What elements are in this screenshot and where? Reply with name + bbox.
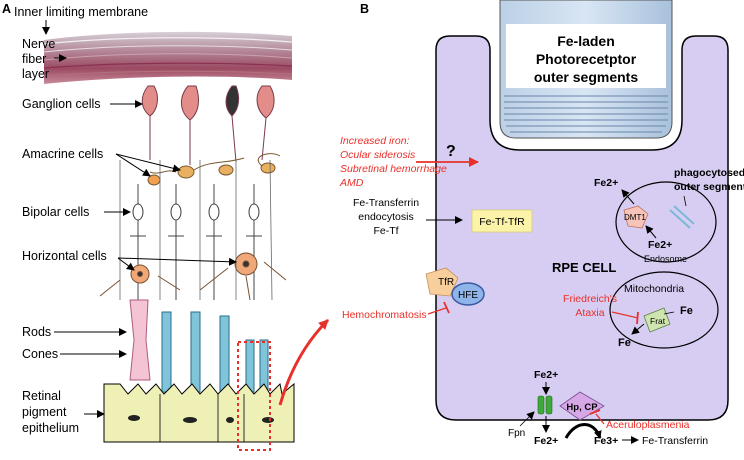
photoreceptor-outer-segments xyxy=(499,0,673,139)
dmt1-out-arrow xyxy=(621,189,635,205)
label-ganglion-cells: Ganglion cells xyxy=(22,97,101,111)
iron-line-1: Increased iron: xyxy=(340,135,410,147)
frataxin-label: Frat xyxy=(650,316,666,326)
fe-mito-label: Fe xyxy=(680,305,693,317)
label-bipolar-cells: Bipolar cells xyxy=(22,205,89,219)
hp-cp-shape xyxy=(559,391,605,421)
highlight-box xyxy=(237,341,271,451)
hfe-shape xyxy=(451,282,485,306)
label-amacrine-cells: Amacrine cells xyxy=(22,147,103,161)
iron-line-3: Subretinal hemorrhage xyxy=(340,163,447,175)
dmt1-label: DMT1 xyxy=(624,213,646,222)
pos-line-1: Fe-laden xyxy=(557,33,615,49)
connecting-fibers xyxy=(119,159,273,301)
horizontal-cells xyxy=(99,252,287,301)
hemo-inhibit-line xyxy=(427,307,447,315)
fe2-bot-label: Fe2+ xyxy=(534,435,558,447)
acer-inhibit-line xyxy=(595,413,605,425)
cones xyxy=(129,299,151,381)
fpn-pointer xyxy=(519,411,535,427)
endo-line-2: endocytosis xyxy=(358,211,413,223)
hfe-label: HFE xyxy=(458,290,478,301)
label-retinal: Retinal xyxy=(22,389,61,403)
hp-cp-label: Hp, CP xyxy=(566,402,598,413)
pos-line-3: outer segments xyxy=(534,69,638,85)
fe2-endo-arrow xyxy=(645,225,657,239)
nerve-fiber-layer xyxy=(43,31,293,84)
fe-frat-link xyxy=(663,311,675,315)
aceruloplasmenia-label: Aceruloplasmenia xyxy=(606,419,690,431)
ferroportin-channel xyxy=(537,395,553,415)
label-nerve: Nerve xyxy=(22,37,55,51)
fe-tf-tfr-box xyxy=(471,209,533,233)
fe-transferrin-out-label: Fe-Transferrin xyxy=(642,435,708,447)
phago-line-2: outer segment xyxy=(674,181,744,193)
label-inner-limiting-membrane: Inner limiting membrane xyxy=(14,5,148,19)
fpn-label: Fpn xyxy=(508,428,525,439)
panel-a-letter: A xyxy=(2,2,11,16)
phagocytosed-segment-icon xyxy=(669,205,695,229)
tfr-label: TfR xyxy=(438,277,454,288)
label-rods: Rods xyxy=(22,325,51,339)
label-horizontal-cells: Horizontal cells xyxy=(22,249,107,263)
hemo-inhibit-bar xyxy=(443,301,450,314)
question-mark: ? xyxy=(446,143,456,160)
endosome-label: Endosome xyxy=(644,254,687,264)
zoom-arrow xyxy=(278,318,330,406)
panel-b-letter: B xyxy=(360,2,369,16)
bipolar-cells xyxy=(130,184,262,300)
friedreich-inhibit-bar xyxy=(636,311,639,325)
acer-inhibit-bar xyxy=(589,409,601,415)
phago-line-1: phagocytosed xyxy=(674,167,744,179)
mitochondria-label: Mitochondria xyxy=(624,283,684,295)
friedreich-line-2: Ataxia xyxy=(575,307,604,319)
endo-line-1: Fe-Transferrin xyxy=(353,197,419,209)
rpe-cell-label: RPE CELL xyxy=(552,260,616,275)
frataxin-shape xyxy=(643,307,671,333)
rpe-cells xyxy=(103,382,295,443)
mitochondria xyxy=(609,271,719,349)
fe-out-arrow xyxy=(631,323,645,335)
tfr-shape xyxy=(425,267,459,297)
fe2-endo-label: Fe2+ xyxy=(648,239,672,251)
label-fiber: fiber xyxy=(22,52,46,66)
rods xyxy=(161,311,269,393)
label-cones: Cones xyxy=(22,347,58,361)
dmt1-shape xyxy=(623,205,649,229)
amacrine-cells xyxy=(147,153,281,186)
ganglion-cells xyxy=(141,85,275,165)
endosome xyxy=(615,181,717,263)
label-pigment: pigment xyxy=(22,405,67,419)
phago-pointer xyxy=(683,195,687,207)
iron-line-4: AMD xyxy=(339,177,364,189)
fe-tf-tfr-label: Fe-Tf-TfR xyxy=(479,216,525,228)
iron-line-2: Ocular siderosis xyxy=(340,149,416,161)
fe-out-label: Fe xyxy=(618,337,631,349)
hemochromatosis-label: Hemochromatosis xyxy=(342,309,427,321)
pos-line-2: Photorecetptor xyxy=(536,51,637,67)
label-layer: layer xyxy=(22,67,49,81)
endo-line-3: Fe-Tf xyxy=(373,225,398,237)
fe2-top-label: Fe2+ xyxy=(534,369,558,381)
fe2-out-label: Fe2+ xyxy=(594,177,618,189)
label-epithelium: epithelium xyxy=(22,421,79,435)
friedreich-inhibit-line xyxy=(611,311,639,319)
fe3-label: Fe3+ xyxy=(594,435,618,447)
oxidation-arrow xyxy=(564,423,602,439)
friedreich-line-1: Friedreich's xyxy=(563,293,617,305)
